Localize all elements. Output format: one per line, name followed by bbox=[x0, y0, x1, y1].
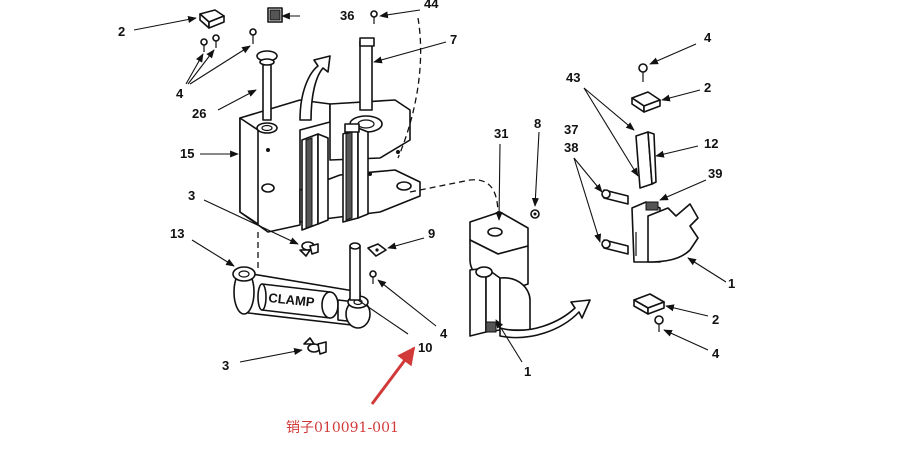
rail-right bbox=[342, 123, 369, 223]
callout-39: 39 bbox=[708, 166, 722, 181]
hidden-line-left bbox=[397, 17, 422, 159]
callout-3-upper: 3 bbox=[188, 188, 195, 203]
callout-4-right-top: 4 bbox=[704, 30, 712, 45]
bracket-15 bbox=[239, 99, 421, 233]
jaw-1-center bbox=[469, 266, 531, 337]
part-annotation: 销子010091-001 bbox=[286, 420, 399, 436]
screws-4 bbox=[200, 28, 257, 52]
callout-38: 38 bbox=[564, 140, 578, 155]
screw-4-center bbox=[369, 270, 377, 284]
callout-1-right: 1 bbox=[728, 276, 735, 291]
strip-12 bbox=[635, 131, 657, 189]
callout-26: 26 bbox=[192, 106, 206, 121]
wing-bolt-3-upper bbox=[299, 241, 319, 257]
callout-4-top: 4 bbox=[176, 86, 184, 101]
callout-7: 7 bbox=[450, 32, 457, 47]
callout-10: 10 bbox=[418, 340, 432, 355]
clamp-13 bbox=[232, 266, 371, 329]
rotation-arrow-center bbox=[499, 299, 591, 339]
leader-lines bbox=[133, 9, 727, 405]
callout-1-center: 1 bbox=[524, 364, 531, 379]
pin-10 bbox=[349, 242, 361, 301]
callout-44: 44 bbox=[424, 0, 439, 11]
nut-9 bbox=[367, 243, 387, 257]
clamp-label: CLAMP bbox=[268, 290, 316, 310]
callout-2-right-top: 2 bbox=[704, 80, 711, 95]
plate-2-top bbox=[199, 9, 225, 29]
bolts-37-38 bbox=[601, 189, 629, 255]
callout-37: 37 bbox=[564, 122, 578, 137]
callout-36: 36 bbox=[340, 8, 354, 23]
callout-31: 31 bbox=[494, 126, 508, 141]
callout-43: 43 bbox=[566, 70, 580, 85]
jaw-1-right bbox=[631, 201, 699, 263]
callout-9: 9 bbox=[428, 226, 435, 241]
plate-2-right-bottom bbox=[633, 293, 665, 315]
callout-8: 8 bbox=[534, 116, 541, 131]
pin-7 bbox=[359, 37, 375, 111]
screw-4-right-top bbox=[638, 63, 648, 82]
wing-bolt-3-lower bbox=[303, 337, 327, 355]
callout-3-lower: 3 bbox=[222, 358, 229, 373]
rail-left bbox=[301, 133, 329, 231]
callout-4-right-bottom: 4 bbox=[712, 346, 720, 361]
hidden-line-center bbox=[409, 179, 499, 216]
screw-8 bbox=[530, 209, 540, 219]
screw-4-right-bottom bbox=[654, 315, 664, 332]
callout-labels: 44 36 2 7 4 26 15 3 13 3 31 8 9 4 10 1 4… bbox=[118, 0, 735, 379]
callout-12: 12 bbox=[704, 136, 718, 151]
red-annotation-arrow bbox=[370, 346, 416, 405]
callout-4-center: 4 bbox=[440, 326, 448, 341]
plate-2-right-top bbox=[631, 91, 661, 113]
callout-2-top: 2 bbox=[118, 24, 125, 39]
callout-13: 13 bbox=[170, 226, 184, 241]
callout-2-right-bottom: 2 bbox=[712, 312, 719, 327]
screw-44 bbox=[370, 10, 378, 24]
part-36 bbox=[267, 7, 283, 23]
callout-15: 15 bbox=[180, 146, 194, 161]
rotation-arrow-left bbox=[299, 55, 331, 121]
pin-26 bbox=[256, 50, 278, 121]
